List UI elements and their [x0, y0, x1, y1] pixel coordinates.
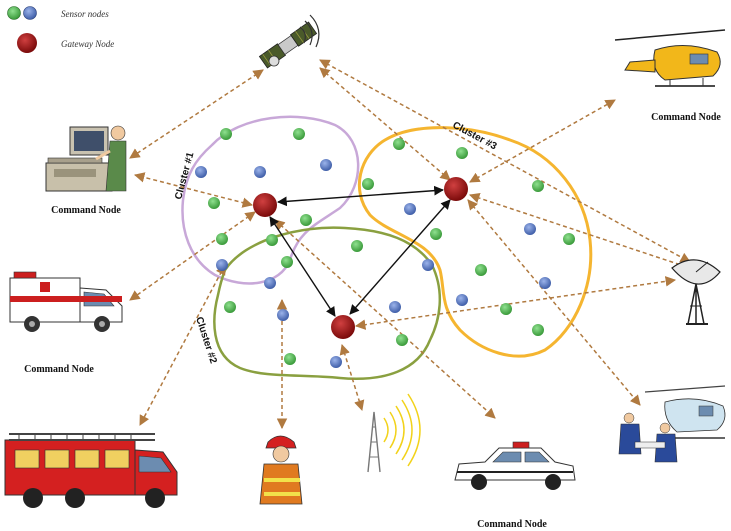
sensor-node	[300, 214, 312, 226]
sensor-node	[216, 233, 228, 245]
sensor-node	[362, 178, 374, 190]
rescue-helicopter-icon	[618, 385, 726, 463]
sensor-node	[264, 277, 276, 289]
sensor-node	[220, 128, 232, 140]
legend-sensor-green-dot	[7, 6, 21, 20]
link-gateway1-gateway2	[269, 216, 336, 317]
sensor-node	[330, 356, 342, 368]
legend-sensor-label: Sensor nodes	[61, 9, 109, 19]
sensor-node	[216, 259, 228, 271]
radio-tower-icon	[367, 393, 421, 473]
legend-gateway-label: Gateway Node	[61, 39, 114, 49]
command-node-label-ambulance: Command Node	[24, 364, 94, 375]
cluster-3-label: Cluster #3	[451, 120, 499, 153]
sensor-node	[195, 166, 207, 178]
sensor-node	[532, 180, 544, 192]
sensor-node	[396, 334, 408, 346]
satellite-icon	[258, 14, 320, 69]
command-node-label-police: Command Node	[477, 519, 547, 530]
sensor-node	[524, 223, 536, 235]
fire-truck-icon	[4, 433, 178, 508]
command-node-label-computer: Command Node	[51, 205, 121, 216]
legend: Sensor nodes Gateway Node	[7, 6, 114, 53]
computer-operator-icon	[45, 125, 127, 192]
sensor-node	[500, 303, 512, 315]
cluster-3-boundary	[357, 126, 593, 358]
satellite-dish-icon	[671, 259, 721, 325]
link-gateway1-police	[274, 219, 496, 419]
cluster-1-label: Cluster #1	[173, 151, 196, 201]
sensor-node	[430, 228, 442, 240]
command-node-label-helicopter: Command Node	[651, 112, 721, 123]
sensor-node	[456, 147, 468, 159]
helicopter-icon	[614, 29, 726, 87]
link-gateway3-rescue	[467, 199, 641, 406]
link-gateway1-gateway3	[277, 185, 444, 207]
gateway-node-3	[444, 177, 468, 201]
link-gateway1-computer	[133, 172, 254, 208]
sensor-node	[404, 203, 416, 215]
sensor-node	[563, 233, 575, 245]
sensor-node	[475, 264, 487, 276]
sensor-nodes	[195, 128, 575, 368]
gateway-node-2	[331, 315, 355, 339]
police-car-icon	[454, 441, 576, 490]
sensor-node	[266, 234, 278, 246]
sensor-node	[393, 138, 405, 150]
sensor-node	[456, 294, 468, 306]
sensor-node	[277, 309, 289, 321]
link-gateway3-gateway2	[349, 199, 451, 315]
gateway-links	[269, 185, 451, 317]
legend-gateway-dot	[17, 33, 37, 53]
firefighter-icon	[259, 435, 303, 505]
sensor-node	[320, 159, 332, 171]
sensor-node	[532, 324, 544, 336]
sensor-node	[254, 166, 266, 178]
legend-sensor-blue-dot	[23, 6, 37, 20]
dashed-links	[129, 59, 691, 430]
sensor-node	[208, 197, 220, 209]
link-gateway2-firetruck	[139, 264, 226, 426]
link-gateway2-dish	[354, 276, 677, 330]
link-satellite-computer	[129, 69, 264, 159]
sensor-node	[389, 301, 401, 313]
sensor-node	[351, 240, 363, 252]
sensor-node	[293, 128, 305, 140]
gateway-nodes	[253, 177, 468, 339]
sensor-node	[224, 301, 236, 313]
ambulance-icon	[9, 271, 123, 332]
sensor-node	[281, 256, 293, 268]
link-satellite-gateway3	[319, 67, 451, 181]
sensor-node	[284, 353, 296, 365]
gateway-node-1	[253, 193, 277, 217]
sensor-node	[539, 277, 551, 289]
sensor-node	[422, 259, 434, 271]
